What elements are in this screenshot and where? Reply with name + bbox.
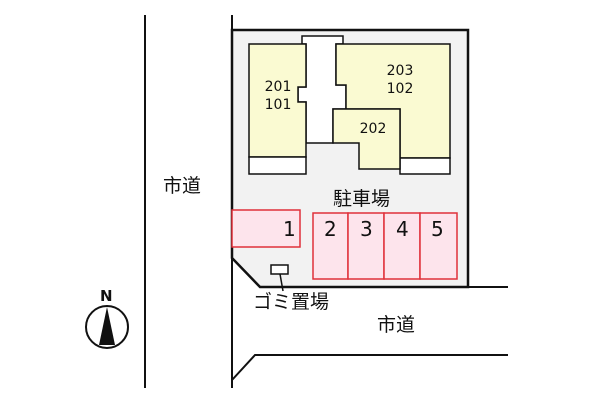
road-label-bottom: 市道 — [377, 314, 416, 336]
space-number: 1 — [283, 217, 296, 241]
building-202 — [332, 108, 401, 170]
north-arrow-icon — [99, 307, 115, 345]
parking-label: 駐車場 — [333, 188, 391, 210]
parking-space-1 — [231, 209, 301, 248]
parking-space-4 — [383, 212, 421, 280]
unit-label: 202 — [359, 121, 387, 137]
space-number: 3 — [360, 217, 373, 241]
north-label: N — [100, 287, 113, 305]
road-label-left: 市道 — [163, 175, 202, 197]
parking-space-3 — [347, 212, 385, 280]
garbage-box — [270, 264, 289, 275]
space-number: 4 — [396, 217, 409, 241]
space-number: 5 — [431, 217, 444, 241]
garbage-label: ゴミ置場 — [253, 291, 330, 313]
balcony — [399, 157, 451, 175]
parking-space-2 — [312, 212, 349, 280]
leader-line — [279, 273, 284, 292]
space-number: 2 — [324, 217, 337, 241]
balcony — [248, 156, 307, 175]
parking-space-5 — [419, 212, 458, 280]
road-edge — [231, 354, 508, 381]
